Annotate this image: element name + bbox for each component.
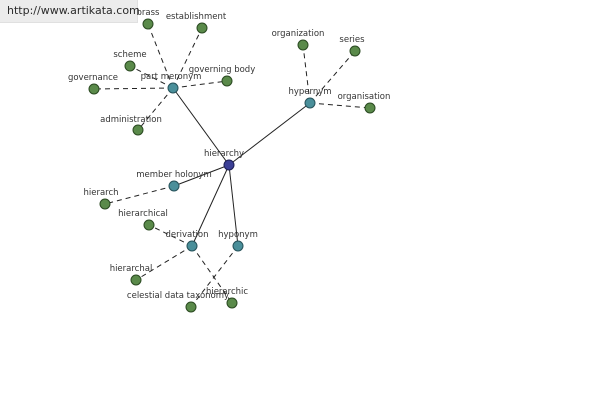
label-hierarchy[interactable]: hierarchy [204,149,244,159]
edge-hierarchy-hyponym [228,164,239,247]
label-derivation[interactable]: derivation [165,230,208,240]
node-hierarchal[interactable] [130,274,142,286]
label-organisation[interactable]: organisation [338,92,391,102]
edge-derivation-hierarchical [148,224,193,247]
label-hypernym[interactable]: hypernym [288,87,331,97]
edge-part-meronym-governing-body [172,80,228,89]
edge-part-meronym-scheme [129,65,174,89]
label-administration[interactable]: administration [100,115,162,125]
edge-part-meronym-establishment [172,27,203,89]
edge-hypernym-organization [302,44,311,104]
node-organisation[interactable] [364,102,376,114]
node-hypernym[interactable] [304,97,316,109]
node-organization[interactable] [297,39,309,51]
watermark-url: http://www.artikata.com [7,4,140,17]
edge-hierarchy-hypernym [228,102,311,166]
node-brass[interactable] [142,18,154,30]
edge-derivation-hierarchic [191,245,233,304]
label-hierarchical[interactable]: hierarchical [118,209,168,219]
graph-edges [93,23,371,308]
node-hyponym[interactable] [232,240,244,252]
node-hierarchical[interactable] [143,219,155,231]
label-hierarchal[interactable]: hierarchal [110,264,153,274]
label-celestial-data-taxonomy[interactable]: celestial data taxonomy [127,291,229,301]
label-governing-body[interactable]: governing body [189,65,255,75]
label-series[interactable]: series [339,35,365,45]
edge-part-meronym-administration [137,87,174,131]
label-part-meronym[interactable]: part meronym [141,72,202,82]
graph-labels: brass establishment scheme governance govern… [68,8,390,301]
node-member-holonym[interactable] [168,180,180,192]
label-scheme[interactable]: scheme [113,50,146,60]
edge-member-holonym-hierarch [104,185,175,205]
label-member-holonym[interactable]: member holonym [136,170,211,180]
label-governance[interactable]: governance [68,73,118,83]
node-hierarchic[interactable] [226,297,238,309]
edge-hypernym-series [309,50,356,104]
edge-part-meronym-governance [93,87,174,90]
node-hierarchy[interactable] [223,159,235,171]
node-administration[interactable] [132,124,144,136]
label-hierarchic[interactable]: hierarchic [206,287,248,297]
node-celestial-data-taxonomy[interactable] [185,301,197,313]
node-series[interactable] [349,45,361,57]
edge-hyponym-celestial-data-taxonomy [190,245,239,308]
node-hierarch[interactable] [99,198,111,210]
edge-part-meronym-brass [147,23,174,89]
edge-hierarchy-part-meronym [172,87,230,166]
edge-derivation-hierarchal [135,245,193,281]
label-hierarch[interactable]: hierarch [83,188,118,198]
node-part-meronym[interactable] [167,82,179,94]
edge-hypernym-organisation [309,102,371,109]
node-governance[interactable] [88,83,100,95]
watermark-banner: http://www.artikata.com [0,0,140,23]
label-establishment[interactable]: establishment [166,12,227,22]
label-brass[interactable]: brass [137,8,161,18]
label-hyponym[interactable]: hyponym [218,230,258,240]
node-establishment[interactable] [196,22,208,34]
node-governing-body[interactable] [221,75,233,87]
edge-hierarchy-derivation [191,164,230,247]
label-organization[interactable]: organization [272,29,325,39]
node-scheme[interactable] [124,60,136,72]
node-derivation[interactable] [186,240,198,252]
edge-hierarchy-member-holonym [173,164,230,187]
graph-nodes [88,18,376,313]
